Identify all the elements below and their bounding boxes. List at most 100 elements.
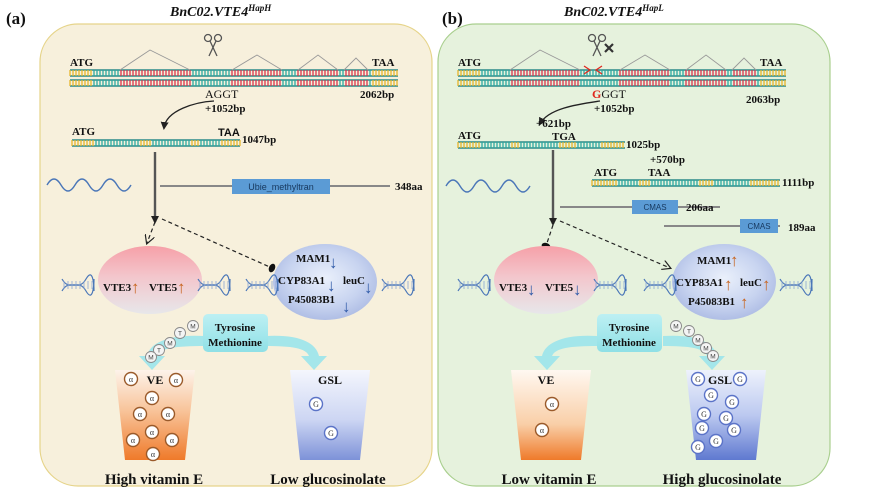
molecule-symbol: G [701, 410, 707, 419]
molecule-symbol: G [731, 426, 737, 435]
molecule-symbol: G [713, 437, 719, 446]
variant-position: +1052bp [205, 103, 246, 115]
transcript2-length: 1111bp [782, 177, 814, 189]
precursor-methionine: Methionine [602, 337, 656, 349]
vte-gene-ellipse [494, 246, 598, 314]
up-arrow-icon: ↑ [740, 293, 749, 312]
dna-helix-icon [779, 274, 813, 296]
bead-symbol: M [703, 346, 708, 353]
molecule-symbol: α [166, 410, 171, 419]
glucosinolate-molecules: GG [308, 396, 339, 441]
bead-symbol: M [695, 338, 700, 345]
transcript-stop-codon: TAA [218, 127, 240, 139]
activation-to-gsl [559, 220, 670, 268]
scissors-blocked-icon [587, 33, 614, 57]
panel-a: (a) BnC02.VTE4HapH ATG TAA 2062bp AGGT +… [6, 3, 433, 488]
down-arrow-icon: ↓ [329, 253, 338, 272]
bead-symbol: M [167, 341, 172, 348]
transcript2-position: +570bp [650, 154, 685, 166]
down-arrow-icon: ↓ [364, 278, 373, 297]
molecule-symbol: α [170, 436, 175, 445]
molecule-symbol: α [151, 450, 156, 459]
bead-symbol: M [190, 324, 195, 331]
gene-leuc: leuC [740, 277, 762, 289]
down-arrow-icon: ↓ [342, 297, 351, 316]
bead-symbol: M [710, 354, 715, 361]
molecule-symbol: α [150, 394, 155, 403]
gene-cyp83a1: CYP83A1 [676, 277, 723, 289]
transcript1-position: +621bp [536, 118, 571, 130]
ve-tube-label: VE [538, 373, 555, 387]
bead-symbol: M [148, 355, 153, 362]
scissors-icon [203, 33, 223, 57]
genomic-start-codon: ATG [70, 57, 93, 69]
transcript2-stop-codon: TAA [648, 167, 670, 179]
molecule-symbol: α [540, 426, 545, 435]
genomic-length: 2063bp [746, 94, 780, 106]
up-arrow-icon: ↑ [724, 275, 733, 294]
dna-helix-icon [61, 274, 95, 296]
molecule-symbol: G [708, 391, 714, 400]
up-arrow-icon: ↑ [730, 251, 739, 270]
transcript-track [71, 139, 241, 147]
gene-vte3: VTE3 [499, 282, 528, 294]
down-arrow-icon: ↓ [327, 276, 336, 295]
protein-length: 348aa [395, 181, 423, 193]
gsl-tube-label: GSL [318, 373, 342, 387]
variant-seq: GGGT [592, 87, 627, 101]
molecule-symbol: α [174, 376, 179, 385]
molecule-symbol: G [695, 443, 701, 452]
ve-tube-label: VE [147, 373, 164, 387]
molecule-symbol: G [723, 414, 729, 423]
flow-arrow-to-ve [534, 335, 597, 370]
protein2-length: 189aa [788, 222, 816, 234]
molecule-symbol: G [729, 398, 735, 407]
transcript1-stop-codon: TGA [552, 131, 576, 143]
splice-arrow [539, 100, 601, 126]
result-left: High vitamin E [105, 472, 203, 488]
gene-p45083b1: P45083B1 [688, 296, 735, 308]
gsl-tube-label: GSL [708, 373, 732, 387]
gene-vte3: VTE3 [103, 282, 132, 294]
transcript1-start-codon: ATG [458, 130, 481, 142]
flow-arrow-to-gsl [663, 335, 725, 370]
bead-symbol: T [687, 329, 691, 336]
transcript1-track [457, 141, 625, 149]
genomic-dna-track [69, 69, 398, 87]
gene-cyp83a1: CYP83A1 [278, 275, 325, 287]
gsl-gene-ellipse [672, 244, 776, 320]
intron-lines [509, 49, 757, 71]
splice-arrow [160, 100, 215, 130]
protein-domain-label: Ubie_methyltran [248, 182, 314, 192]
regulation-to-vte [147, 221, 156, 243]
dna-helix-icon [197, 274, 231, 296]
variant-seq: AGGT [205, 87, 239, 101]
up-arrow-icon: ↑ [177, 278, 186, 297]
gene-leuc: leuC [343, 275, 365, 287]
gene-vte5: VTE5 [149, 282, 178, 294]
transcript1-length: 1025bp [626, 139, 660, 151]
gsl-gene-ellipse [273, 244, 377, 320]
up-arrow-icon: ↑ [131, 278, 140, 297]
protein1-length: 206aa [686, 202, 714, 214]
genomic-dna-track [457, 69, 786, 87]
molecule-symbol: α [150, 428, 155, 437]
protein1-domain-label: CMAS [643, 203, 666, 212]
down-arrow-icon: ↓ [527, 280, 536, 299]
molecule-symbol: α [129, 375, 134, 384]
bead-symbol: M [673, 324, 678, 331]
precursor-tyrosine: Tyrosine [609, 322, 650, 334]
ve-tube [511, 370, 591, 460]
gene-mam1: MAM1 [697, 255, 731, 267]
molecule-symbol: G [699, 424, 705, 433]
gene-mam1: MAM1 [296, 253, 330, 265]
molecule-symbol: G [737, 375, 743, 384]
molecule-symbol: α [131, 436, 136, 445]
molecule-symbol: α [138, 410, 143, 419]
panel-a-title: BnC02.VTE4HapH [169, 3, 272, 20]
vte-gene-ellipse [98, 246, 202, 314]
alpha-tocopherol-molecules: αα [534, 396, 560, 438]
dna-helix-icon [457, 274, 491, 296]
